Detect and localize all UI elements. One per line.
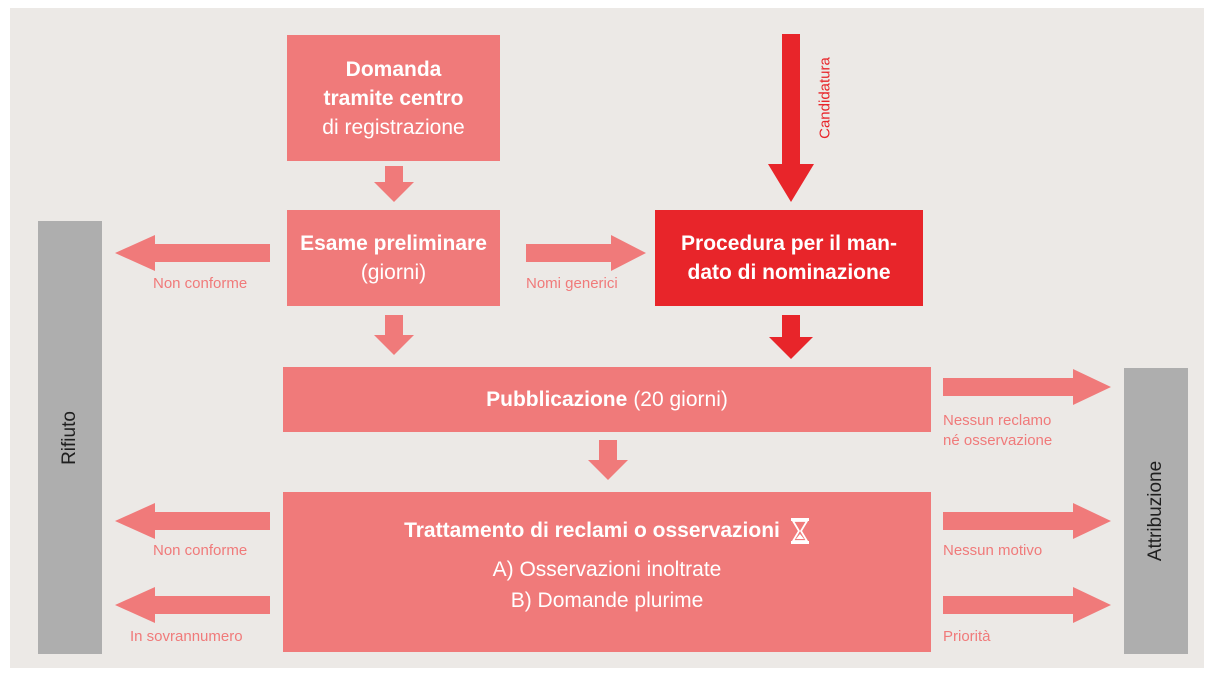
label-nessun-motivo: Nessun motivo: [943, 542, 1043, 559]
attribuzione-bar: Attribuzione: [1124, 368, 1188, 654]
arrow-trattamento-non-conforme: [115, 503, 270, 539]
label-priorita: Priorità: [943, 628, 991, 645]
arrow-priorita: [943, 587, 1111, 623]
arrow-nessun-motivo: [943, 503, 1111, 539]
label-non-conforme-2: Non conforme: [153, 542, 248, 559]
domanda-line1: Domanda: [345, 57, 442, 81]
trattamento-box: Trattamento di reclami o osservazioni A)…: [283, 492, 931, 652]
label-in-sovrannumero: In sovrannumero: [130, 628, 243, 645]
rifiuto-label: Rifiuto: [59, 410, 80, 465]
trattamento-item-a: A) Osservazioni inoltrate: [492, 558, 722, 581]
esame-sub: (giorni): [360, 261, 427, 284]
candidatura-label: Candidatura: [816, 57, 834, 139]
trattamento-item-b: B) Domande plurime: [510, 589, 704, 612]
arrow-nomi-generici: [526, 235, 646, 271]
arrow-esame-non-conforme: [115, 235, 270, 271]
arrow-procedura-to-pubblicazione: [769, 315, 813, 359]
trattamento-title: Trattamento di reclami o osservazioni: [404, 519, 780, 542]
label-non-conforme-1: Non conforme: [153, 275, 248, 292]
procedura-line1: Procedura per il man-: [681, 232, 897, 255]
pubblicazione-box: Pubblicazione (20 giorni): [283, 367, 931, 432]
label-nessun-reclamo-1: Nessun reclamo: [943, 412, 1052, 429]
arrow-esame-to-pubblicazione: [374, 315, 414, 355]
arrow-candidatura: [768, 34, 814, 202]
label-nomi-generici: Nomi generici: [526, 275, 618, 292]
esame-title: Esame preliminare: [300, 232, 487, 255]
domanda-box: Domanda tramite centro di registrazione: [287, 35, 500, 161]
domanda-line3: di registrazione: [322, 115, 465, 139]
domanda-line2: tramite centro: [323, 86, 464, 110]
esame-preliminare-box: Esame preliminare (giorni): [287, 210, 500, 306]
pubblicazione-sub: (20 giorni): [633, 388, 728, 411]
arrow-domanda-to-esame: [374, 166, 414, 202]
label-nessun-reclamo-2: né osservazione: [943, 432, 1053, 449]
hourglass-icon: [790, 517, 809, 544]
arrow-nessun-reclamo: [943, 369, 1111, 405]
procedura-line2: dato di nominazione: [687, 261, 891, 284]
pubblicazione-title: Pubblicazione: [486, 388, 628, 411]
diagram-canvas: Rifiuto Attribuzione Domanda tramite cen…: [10, 8, 1204, 668]
trattamento-title-row: Trattamento di reclami o osservazioni: [404, 516, 810, 545]
arrow-in-sovrannumero: [115, 587, 270, 623]
attribuzione-label: Attribuzione: [1145, 460, 1166, 562]
arrow-pubblicazione-to-trattamento: [588, 440, 628, 480]
rifiuto-bar: Rifiuto: [38, 221, 102, 654]
procedura-box: Procedura per il man- dato di nominazion…: [655, 210, 923, 306]
